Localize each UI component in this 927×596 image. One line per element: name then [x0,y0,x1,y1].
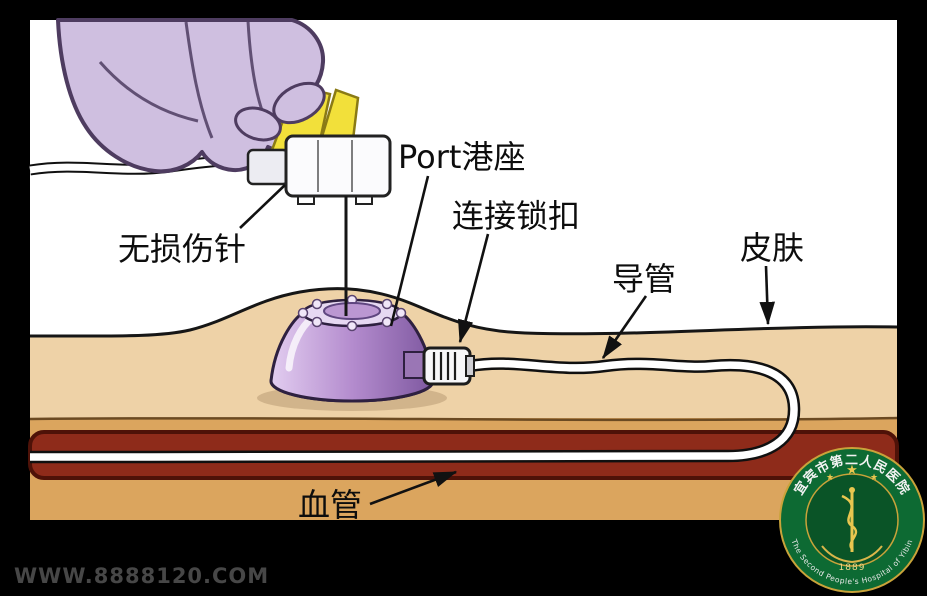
arrow-lock [457,233,490,344]
arrow-skin [759,265,776,326]
port-septum [323,302,381,320]
label-skin: 皮肤 [740,229,804,267]
arrow-catheter [601,295,648,360]
skin-surface-line [29,287,898,338]
logo-year: 1889 [839,563,866,573]
hospital-logo: ★ ★ ★ 宜宾市第二人民医院 The Second People's Hosp… [779,447,925,593]
label-port-base: Port港座 [398,138,525,176]
port-body [269,294,435,403]
scene [28,18,899,520]
logo-star-icon: ★ [826,473,834,483]
arrow-vessel [369,470,458,506]
watermark: WWW.8888120.COM [14,564,269,588]
label-catheter: 导管 [612,260,676,298]
leader-needle [239,184,286,229]
caduceus-icon [821,487,883,563]
leader-port [389,175,430,327]
label-atraumatic-needle: 无损伤针 [118,230,246,268]
thumb-tip [234,106,282,142]
logo-star-icon: ★ [870,473,878,483]
connector-lock [403,346,475,386]
label-blood-vessel: 血管 [298,486,362,524]
labels: 无损伤针 Port港座 连接锁扣 导管 皮肤 血管 [118,138,804,524]
catheter-tube [29,357,801,464]
needle-hub [246,134,392,205]
label-connection-lock: 连接锁扣 [452,197,580,235]
logo-star-icon: ★ [846,463,858,478]
skin-layer-boundary-line [29,416,898,422]
